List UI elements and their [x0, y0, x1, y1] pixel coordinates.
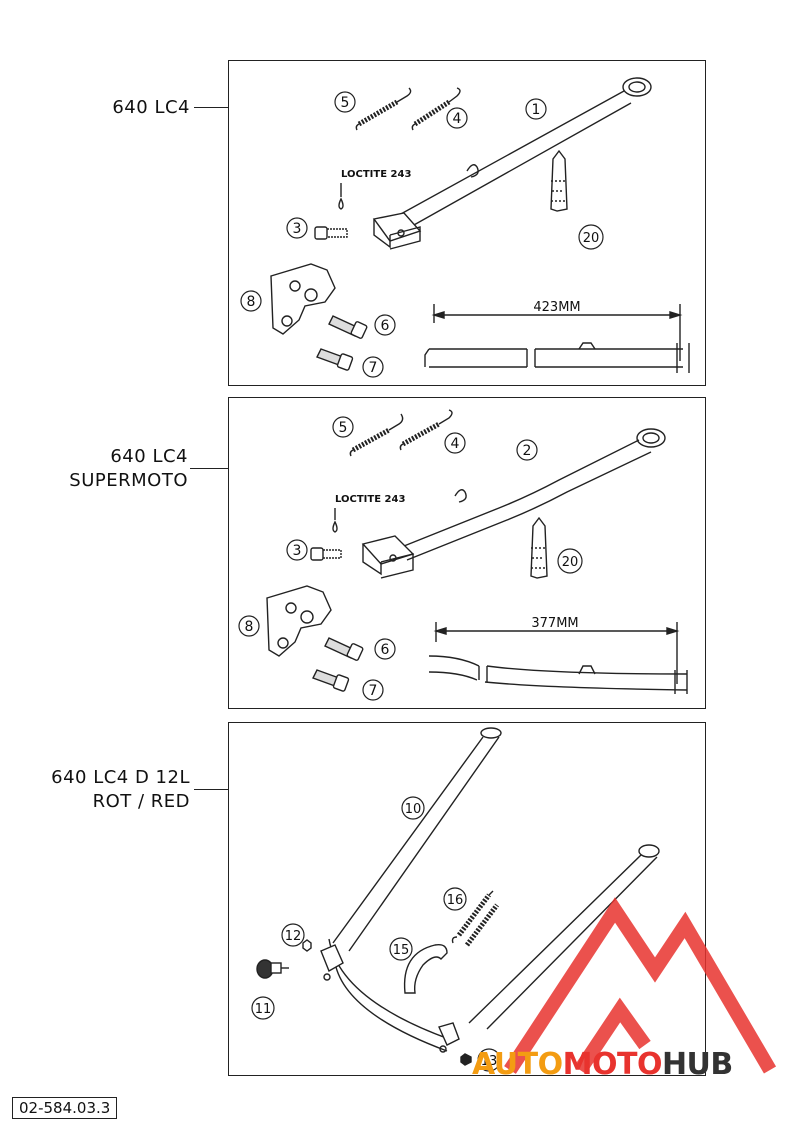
callout-2: 2 [516, 439, 538, 461]
side-stand-icon [361, 428, 666, 579]
callout-20: 20 [578, 224, 604, 250]
document-code: 02-584.03.3 [12, 1097, 118, 1119]
svg-text:1: 1 [532, 102, 541, 118]
screw-icon [312, 637, 364, 692]
callout-13: 13 [477, 1048, 501, 1072]
center-stand-icon [320, 727, 660, 1053]
callout-7: 7 [362, 679, 384, 701]
callout-11: 11 [251, 996, 275, 1020]
panel-640-lc4-supermoto: 2 5 4 3 20 8 6 7 LOCTITE 243 377MM [228, 397, 706, 709]
callout-7: 7 [362, 356, 384, 378]
svg-text:4: 4 [451, 436, 460, 452]
group-label-3-line-1: 640 LC4 D 12L [51, 767, 190, 788]
callout-4: 4 [446, 107, 468, 129]
group-label-1-line-1: 640 LC4 [112, 97, 190, 118]
svg-text:3: 3 [293, 543, 302, 559]
rubber-buffer-icon [256, 959, 289, 979]
grease-tube-icon [530, 516, 548, 579]
svg-text:4: 4 [453, 111, 462, 127]
side-stand-icon [372, 77, 652, 250]
svg-text:10: 10 [405, 802, 422, 817]
svg-text:6: 6 [381, 318, 390, 334]
svg-text:20: 20 [562, 555, 579, 570]
callout-15: 15 [389, 937, 413, 961]
panel-3-diagram: 10 16 12 15 11 13 [251, 727, 660, 1072]
callout-3: 3 [286, 539, 308, 561]
loctite-label: LOCTITE 243 [335, 494, 405, 505]
spring-holder-icon [403, 943, 448, 994]
spring-icon [349, 409, 453, 457]
svg-text:2: 2 [523, 443, 532, 459]
callout-5: 5 [332, 416, 354, 438]
screw-icon [314, 183, 348, 240]
svg-text:7: 7 [369, 683, 378, 699]
group-label-1: 640 LC4 [60, 96, 190, 120]
watermark-hub: HUB [661, 1047, 733, 1082]
callout-8: 8 [238, 615, 260, 637]
dimension-label: 423MM [533, 300, 580, 315]
loctite-label: LOCTITE 243 [341, 169, 411, 180]
svg-text:3: 3 [293, 221, 302, 237]
svg-text:20: 20 [583, 231, 600, 246]
panel-640-lc4: 1 5 4 3 20 8 6 7 LOCTITE 243 423MM [228, 60, 706, 386]
nut-icon [302, 939, 472, 1066]
spring-icon [451, 890, 499, 947]
group-label-3-line-2: ROT / RED [92, 791, 190, 812]
svg-text:5: 5 [339, 420, 348, 436]
group-label-2: 640 LC4 SUPERMOTO [40, 445, 188, 493]
group-label-2-line-2: SUPERMOTO [69, 470, 188, 491]
svg-text:6: 6 [381, 642, 390, 658]
spring-icon [355, 87, 461, 131]
panel-2-diagram: 2 5 4 3 20 8 6 7 LOCTITE 243 377MM [238, 409, 688, 701]
svg-text:15: 15 [393, 943, 410, 958]
callout-8: 8 [240, 290, 262, 312]
callout-1: 1 [525, 98, 547, 120]
bracket-icon [270, 263, 336, 335]
svg-text:7: 7 [369, 360, 378, 376]
svg-text:13: 13 [481, 1054, 498, 1069]
callout-5: 5 [334, 91, 356, 113]
leader-line-1 [194, 107, 228, 108]
screw-icon [316, 315, 368, 371]
screw-icon [310, 508, 342, 561]
panel-1-diagram: 1 5 4 3 20 8 6 7 LOCTITE 243 423MM [240, 77, 690, 378]
svg-text:8: 8 [247, 294, 256, 310]
callout-3: 3 [286, 217, 308, 239]
panel-640-lc4-d-12l: 10 16 12 15 11 13 [228, 722, 706, 1076]
svg-text:11: 11 [255, 1002, 272, 1017]
callout-6: 6 [374, 638, 396, 660]
group-label-3: 640 LC4 D 12L ROT / RED [30, 766, 190, 814]
dimension-label: 377MM [531, 616, 578, 631]
callout-4: 4 [444, 432, 466, 454]
watermark-moto: MOTO [562, 1047, 663, 1082]
svg-text:12: 12 [285, 929, 302, 944]
callout-12: 12 [281, 923, 305, 947]
bracket-icon [266, 585, 332, 657]
dimension-drawing [428, 622, 688, 694]
leader-line-3 [194, 789, 228, 790]
callout-20: 20 [557, 548, 583, 574]
leader-line-2 [190, 468, 228, 469]
callout-10: 10 [401, 796, 425, 820]
svg-text:8: 8 [245, 619, 254, 635]
callout-16: 16 [443, 887, 467, 911]
grease-tube-icon [550, 149, 568, 212]
svg-text:16: 16 [447, 893, 464, 908]
watermark-text: AUTOMOTOHUB [472, 1047, 733, 1082]
group-label-2-line-1: 640 LC4 [110, 446, 188, 467]
watermark-auto: AUTO [472, 1047, 563, 1082]
svg-text:5: 5 [341, 95, 350, 111]
dimension-drawing [424, 304, 690, 373]
callout-6: 6 [374, 314, 396, 336]
